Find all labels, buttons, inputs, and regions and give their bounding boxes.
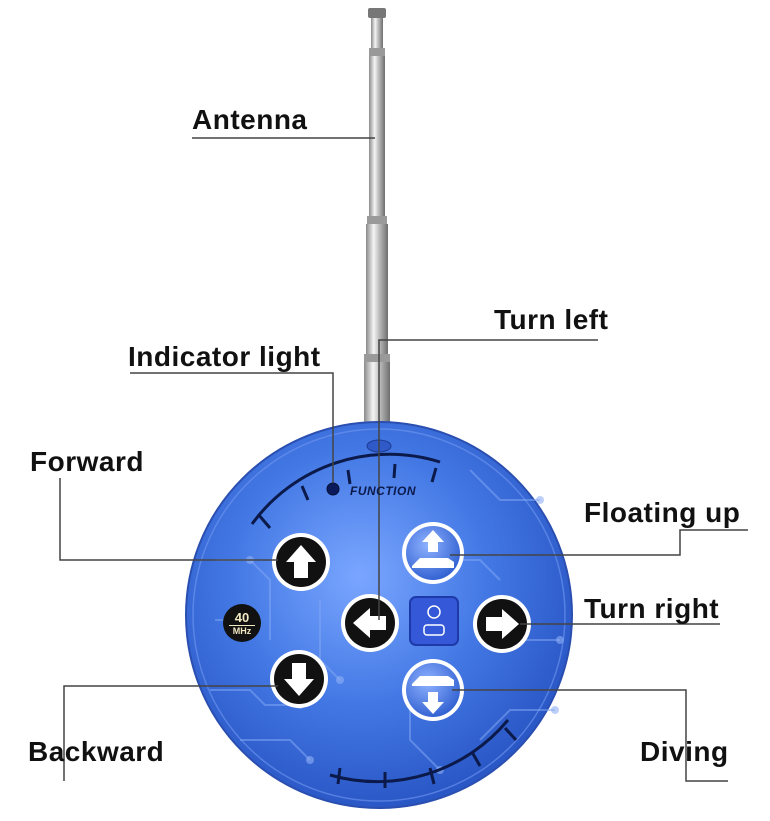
function-button[interactable] xyxy=(409,596,459,646)
backward-leader xyxy=(63,685,278,781)
forward-button[interactable] xyxy=(272,533,330,591)
diving-leader xyxy=(452,689,728,782)
forward-label: Forward xyxy=(30,446,144,477)
turn-right-label: Turn right xyxy=(584,593,720,624)
signal-icon xyxy=(427,605,441,619)
function-label: FUNCTION xyxy=(350,484,416,498)
turn-right-button[interactable] xyxy=(473,595,531,653)
submarine-icon xyxy=(412,558,454,568)
frequency-badge: 40 MHz xyxy=(223,604,261,642)
leader-lines xyxy=(59,137,748,782)
backward-button[interactable] xyxy=(270,650,328,708)
arrow-up-icon xyxy=(286,545,316,578)
turn-left-button[interactable] xyxy=(341,594,399,652)
floating-up-button[interactable] xyxy=(402,522,464,584)
submarine-icon xyxy=(412,676,454,686)
diving-button[interactable] xyxy=(402,659,464,721)
antenna-label: Antenna xyxy=(192,104,308,135)
floating-up-label: Floating up xyxy=(584,497,741,528)
arrow-down-icon xyxy=(422,692,444,714)
indicator-light-leader xyxy=(130,372,334,483)
indicator-light-label: Indicator light xyxy=(128,341,321,372)
indicator-light xyxy=(326,482,340,496)
top-arc-scale xyxy=(250,452,441,529)
arrow-left-icon xyxy=(353,608,386,638)
antenna xyxy=(364,8,390,442)
turn-left-label: Turn left xyxy=(494,304,609,335)
turn-left-leader xyxy=(378,339,598,620)
floating-up-leader xyxy=(450,529,748,556)
forward-leader xyxy=(59,478,278,561)
arrow-down-icon xyxy=(284,663,314,696)
arrow-up-icon xyxy=(422,530,444,552)
frequency-value: 40 xyxy=(234,610,250,625)
arrow-right-icon xyxy=(486,609,519,639)
backward-label: Backward xyxy=(28,736,165,767)
bottom-arc-scale xyxy=(329,719,518,788)
frequency-unit: MHz xyxy=(229,625,255,636)
submarine-icon xyxy=(423,624,445,636)
diving-label: Diving xyxy=(640,736,729,767)
